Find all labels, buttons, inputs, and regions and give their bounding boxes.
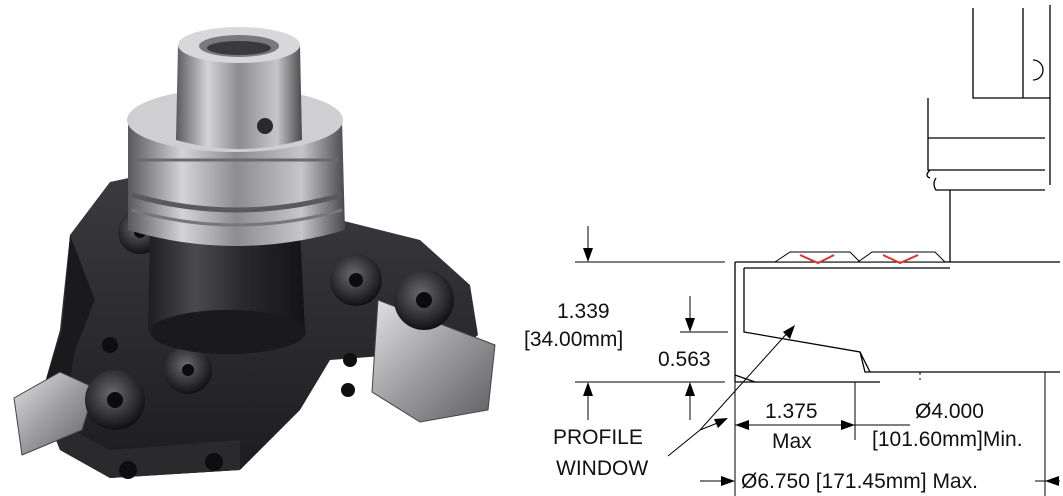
- tool-holder-photo: [13, 27, 496, 479]
- technical-drawing: 1.339 [34.00mm] 0.563 1.375 Max Ø4.000 […: [524, 5, 1060, 496]
- outer-dimension-arrows: [700, 476, 1060, 486]
- height-dim-metric: [34.00mm]: [524, 328, 623, 351]
- coolant-hole-icon: [257, 118, 273, 134]
- height-dim-value: 1.339: [557, 300, 610, 323]
- cutting-blade-right: [371, 299, 496, 423]
- radial-dim-suffix: Max: [772, 430, 812, 453]
- window-dimension-arrows: [685, 296, 695, 420]
- spindle-outline: [926, 5, 1051, 262]
- insert-pocket: [773, 251, 862, 265]
- insert-pocket: [856, 251, 947, 265]
- bore-dim-value: Ø4.000: [915, 400, 984, 423]
- outer-dim-value: Ø6.750 [171.45mm] Max.: [741, 470, 978, 493]
- hsk-taper: [176, 27, 302, 149]
- bore-dim-metric: [101.60mm]Min.: [872, 428, 1023, 451]
- profile-window-leader: [667, 325, 795, 457]
- window-dim-value: 0.563: [658, 348, 711, 371]
- radial-dim-value: 1.375: [765, 400, 818, 423]
- profile-label-line1: PROFILE: [553, 426, 643, 449]
- profile-label-line2: WINDOW: [556, 457, 648, 480]
- height-dimension-arrows: [583, 226, 593, 420]
- cutter-section: [734, 251, 1060, 383]
- radial-dimension-arrows: [735, 420, 855, 430]
